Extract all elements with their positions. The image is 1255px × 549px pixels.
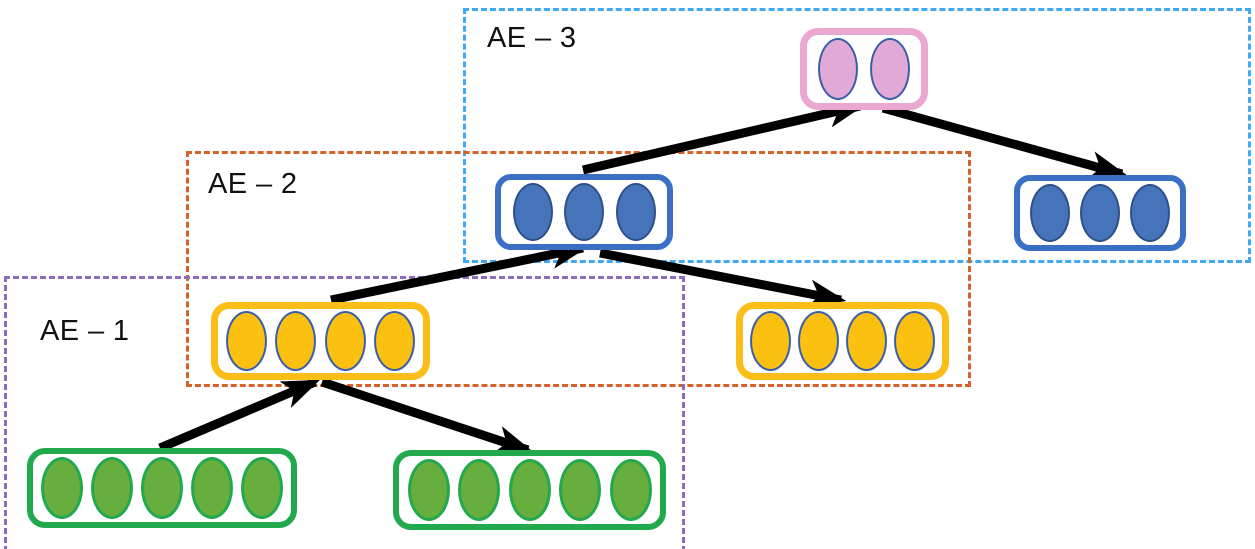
group-label-ae3: AE – 3 — [487, 22, 577, 54]
node-cell — [846, 311, 887, 371]
group-box-ae2 — [186, 151, 971, 387]
node-cell — [1130, 184, 1170, 242]
node-cell — [241, 457, 283, 519]
green-node-left[interactable] — [27, 448, 297, 528]
node-cell — [818, 38, 859, 100]
node-cell — [275, 311, 317, 371]
node-cell — [407, 459, 450, 521]
node-cell — [609, 459, 652, 521]
pink-node[interactable] — [800, 28, 928, 110]
green-node-right[interactable] — [393, 450, 666, 530]
node-cell — [512, 183, 553, 241]
node-cell — [564, 183, 604, 241]
node-cell — [615, 183, 656, 241]
node-cell — [798, 311, 839, 371]
node-cell — [508, 459, 551, 521]
node-cell — [91, 457, 133, 519]
node-cell — [1080, 184, 1120, 242]
node-cell — [226, 311, 268, 371]
node-cell — [141, 457, 183, 519]
node-cell — [559, 459, 601, 521]
node-cell — [458, 459, 500, 521]
blue-node-left[interactable] — [495, 174, 673, 250]
group-label-ae1: AE – 1 — [40, 315, 130, 347]
group-box-ae3 — [463, 8, 1251, 263]
node-cell — [750, 311, 791, 371]
node-cell — [373, 311, 415, 371]
node-cell — [869, 38, 910, 100]
yellow-node-right[interactable] — [736, 302, 949, 380]
node-cell — [324, 311, 366, 371]
yellow-node-left[interactable] — [211, 302, 430, 380]
node-cell — [1030, 184, 1070, 242]
node-cell — [894, 311, 935, 371]
node-cell — [191, 457, 233, 519]
group-label-ae2: AE – 2 — [208, 168, 298, 200]
node-cell — [41, 457, 83, 519]
blue-node-right[interactable] — [1014, 175, 1186, 251]
